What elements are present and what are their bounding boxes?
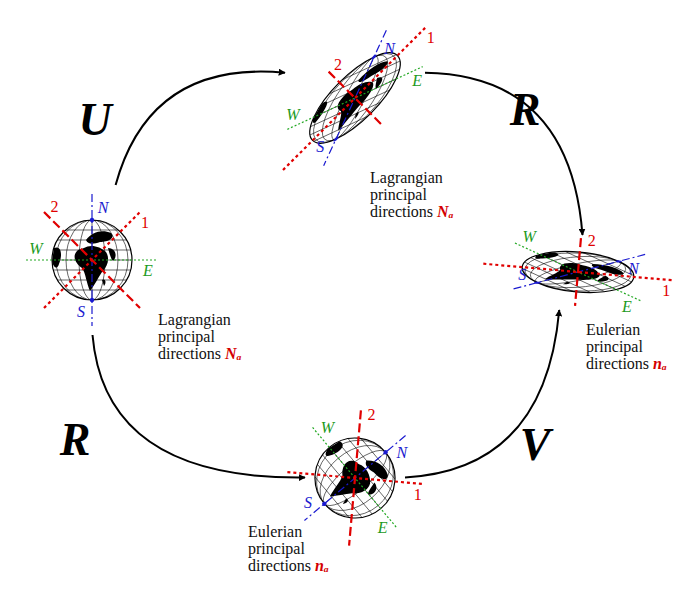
direction-caption: Lagrangian principal directions Nₐ bbox=[158, 312, 263, 362]
axis-label: N bbox=[628, 261, 639, 277]
earth-globe bbox=[26, 194, 158, 326]
axis-label: N bbox=[397, 445, 408, 461]
tensor-symbol: nₐ bbox=[315, 557, 329, 574]
axis-label: 2 bbox=[368, 407, 376, 423]
axis-label: W bbox=[522, 229, 535, 245]
axis-label: 2 bbox=[334, 57, 342, 73]
axis-label: N bbox=[384, 41, 395, 57]
globe-node: Eulerian principal directions nₐ bbox=[305, 425, 405, 530]
earth-globe bbox=[448, 226, 684, 319]
axis-label: E bbox=[143, 263, 153, 279]
axis-label: S bbox=[77, 304, 85, 320]
axis-label: S bbox=[518, 267, 526, 283]
mapping-arrow bbox=[405, 310, 559, 478]
axis-label: 1 bbox=[427, 30, 435, 46]
tensor-label: R bbox=[60, 417, 91, 463]
tensor-symbol: Nₐ bbox=[225, 345, 241, 362]
axis-label: E bbox=[412, 73, 422, 89]
axis-label: S bbox=[304, 495, 312, 511]
globe-node: Lagrangian principal directions Nₐ bbox=[285, 22, 425, 167]
axis-label: 2 bbox=[588, 233, 596, 249]
mapping-arrow bbox=[116, 72, 285, 185]
direction-caption: Eulerian principal directions nₐ bbox=[586, 322, 681, 372]
tensor-symbol: nₐ bbox=[653, 355, 667, 372]
mapping-arrow bbox=[425, 73, 583, 235]
axis-label: 2 bbox=[51, 199, 59, 215]
axis-label: S bbox=[316, 139, 324, 155]
axis-label: W bbox=[321, 420, 334, 436]
axis-label: 1 bbox=[414, 487, 422, 503]
tensor-label: U bbox=[78, 97, 111, 143]
tensor-label: R bbox=[510, 87, 541, 133]
axis-label: W bbox=[286, 107, 299, 123]
axis-label: 1 bbox=[141, 215, 149, 231]
direction-caption: Eulerian principal directions nₐ bbox=[248, 524, 348, 574]
tensor-label: V bbox=[520, 422, 551, 468]
axis-label: E bbox=[622, 299, 632, 315]
earth-globe bbox=[256, 0, 454, 197]
direction-caption: Lagrangian principal directions Nₐ bbox=[370, 170, 475, 220]
axis-label: N bbox=[98, 200, 109, 216]
axis-label: W bbox=[29, 241, 42, 257]
axis-label: E bbox=[378, 520, 388, 536]
axis-label: 1 bbox=[662, 283, 670, 299]
tensor-symbol: Nₐ bbox=[437, 203, 453, 220]
